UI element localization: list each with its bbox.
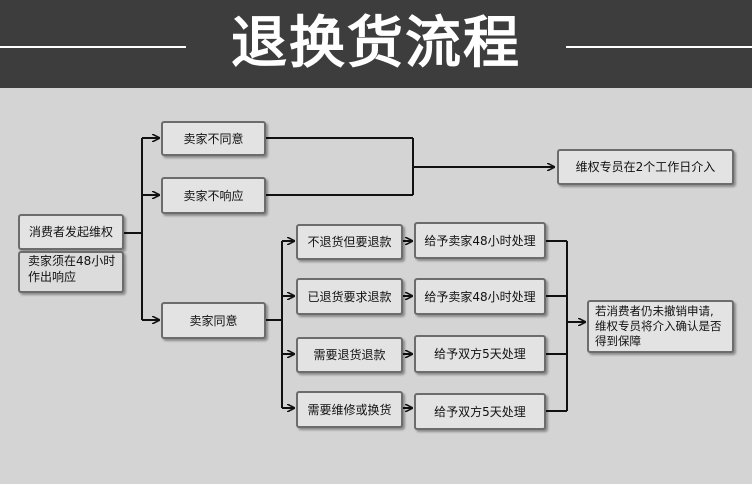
- node-seller-notice-line: 作出响应: [28, 270, 77, 284]
- node-returned-refund: 已退货要求退款: [296, 278, 403, 315]
- header-rule-left: [0, 46, 186, 48]
- node-seller-disagree: 卖家不同意: [161, 121, 266, 156]
- node-seller-no-response: 卖家不响应: [161, 177, 266, 214]
- node-need-return-refund: 需要退货退款: [296, 337, 403, 373]
- node-final-decision: 若消费者仍未撤销申请, 维权专员将介入确认是否 得到保障: [587, 300, 734, 353]
- page-title: 退换货流程: [231, 11, 521, 76]
- header-banner: 退换货流程: [0, 0, 752, 88]
- node-final-decision-line: 若消费者仍未撤销申请,: [595, 304, 714, 318]
- header-rule-right: [566, 46, 752, 48]
- node-seller-notice-line: 卖家须在48小时: [28, 254, 116, 268]
- node-need-repair-exchange: 需要维修或换货: [296, 391, 403, 428]
- node-seller-48h: 给予卖家48小时处理: [414, 278, 546, 315]
- node-no-return-refund: 不退货但要退款: [296, 224, 403, 260]
- node-final-decision-line: 得到保障: [595, 334, 641, 348]
- node-seller-agree: 卖家同意: [161, 302, 266, 339]
- node-specialist-intervene: 维权专员在2个工作日介入: [557, 149, 734, 185]
- node-seller-notice: 卖家须在48小时 作出响应: [18, 251, 124, 293]
- node-seller-48h: 给予卖家48小时处理: [414, 222, 546, 259]
- node-final-decision-line: 维权专员将介入确认是否: [595, 319, 722, 333]
- node-consumer-claim: 消费者发起维权: [18, 214, 124, 250]
- node-both-5d: 给予双方5天处理: [414, 335, 546, 373]
- node-both-5d: 给予双方5天处理: [414, 393, 546, 430]
